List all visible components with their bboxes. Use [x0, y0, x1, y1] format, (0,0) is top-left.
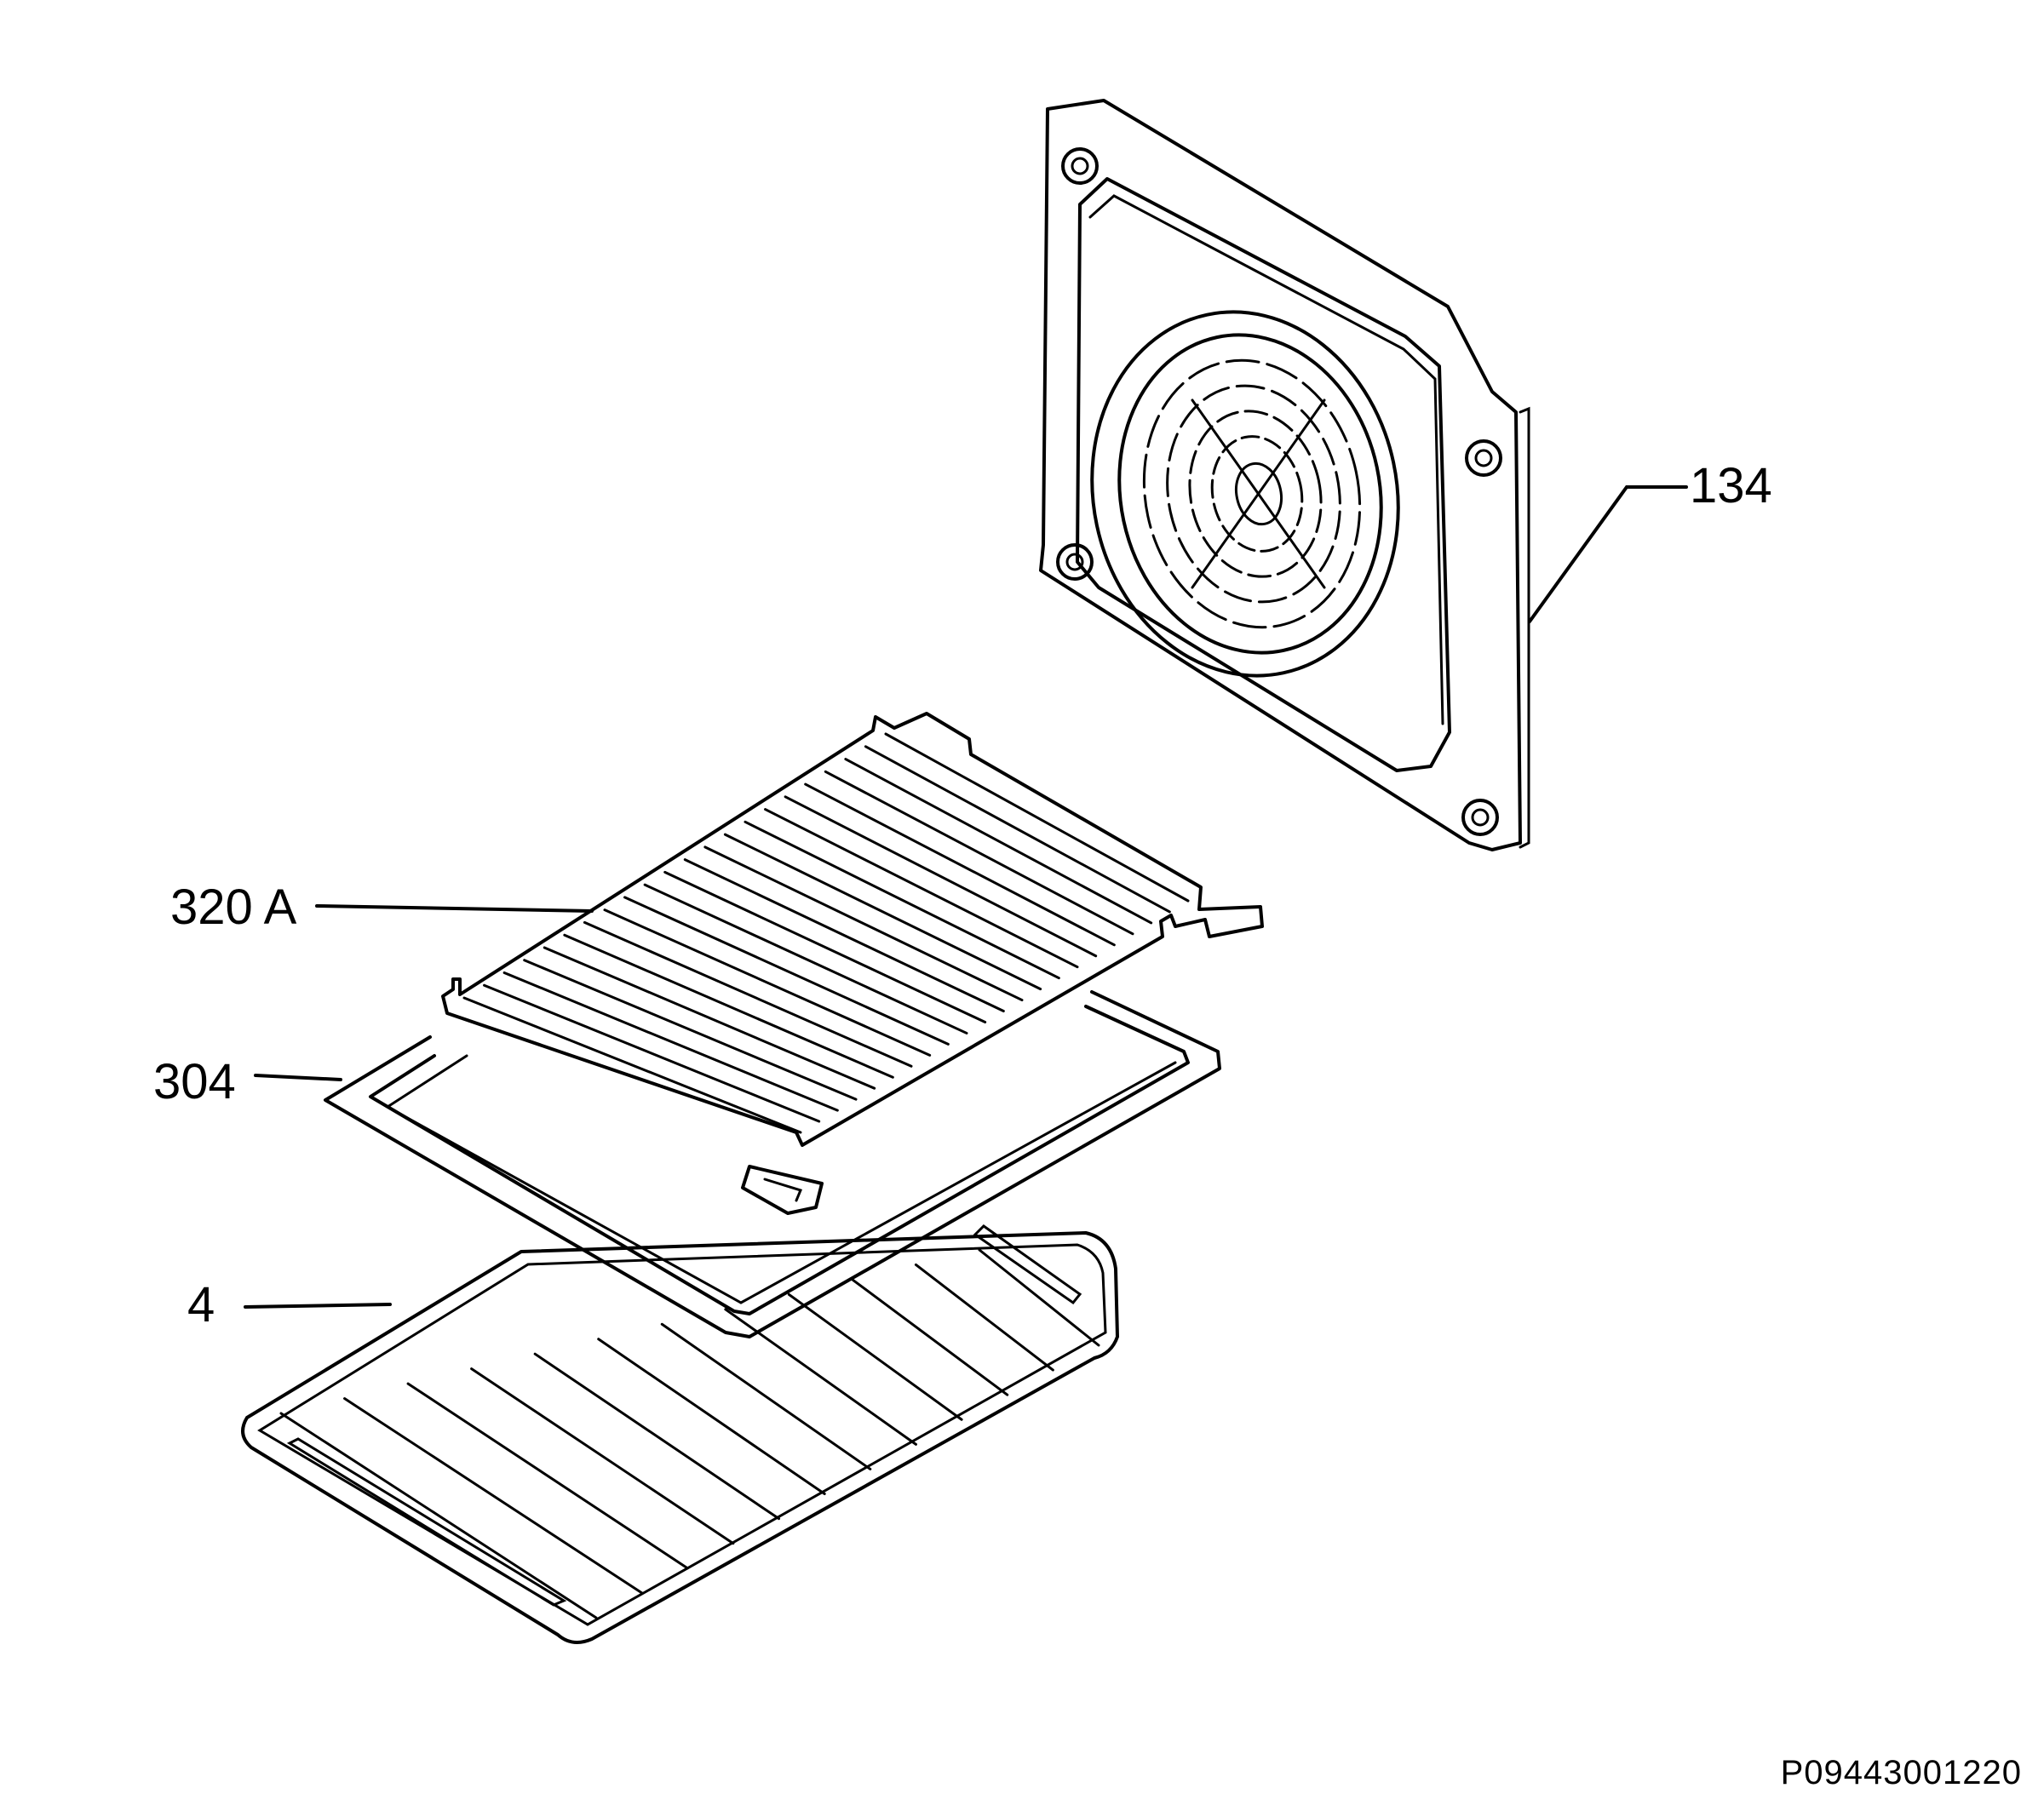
- rack-bar: [597, 1338, 826, 1496]
- wire-rack-frame-outer: [241, 1231, 1119, 1644]
- shelf-rib: [603, 908, 932, 1057]
- heating-element-terminal: [741, 1165, 824, 1215]
- heating-element-terminal-inner: [763, 1178, 803, 1202]
- callout-label-134: 134: [1690, 458, 1772, 513]
- fan-guard-ring-2: [1166, 384, 1341, 604]
- screw-icon: [1056, 543, 1094, 581]
- shelf-rib: [643, 883, 968, 1034]
- shelf-rib: [563, 933, 894, 1079]
- ribbed-shelf-outline: [441, 712, 1264, 1147]
- fan-cover-panel-134: [1039, 99, 1530, 851]
- shelf-rib: [703, 845, 1024, 1002]
- callout-320a: 320 A: [170, 880, 594, 935]
- fan-guard-ring-4: [1210, 435, 1304, 553]
- callout-label-304: 304: [153, 1054, 236, 1109]
- wire-rack-frame-inner: [257, 1243, 1107, 1626]
- screw-head-icon: [1071, 157, 1089, 175]
- shelf-rib: [663, 870, 987, 1023]
- shelf-rib: [864, 745, 1171, 914]
- callout-134: 134: [1528, 458, 1772, 623]
- shelf-rib: [844, 758, 1153, 925]
- screw-icon: [1465, 439, 1502, 477]
- fan-cover-plate-edge: [1519, 406, 1530, 849]
- fan-guard-ring-1: [1142, 358, 1362, 629]
- shelf-rib: [483, 983, 821, 1123]
- shelf-rib: [723, 833, 1042, 991]
- shelf-rib: [824, 770, 1134, 936]
- heating-element-inner-rod: [385, 1054, 1177, 1304]
- shelf-rib: [683, 858, 1005, 1013]
- fan-guard: [1090, 310, 1400, 678]
- heating-element-inner-loop: [369, 1005, 1190, 1315]
- shelf-rib: [884, 732, 1190, 903]
- heating-element-outer-loop: [324, 990, 1221, 1338]
- rack-bar: [851, 1278, 1009, 1396]
- rack-bar: [279, 1412, 598, 1619]
- screw-head-icon: [1471, 808, 1490, 827]
- wire-rack-bars: [279, 1248, 1100, 1619]
- wire-rack-left-rail: [286, 1437, 567, 1607]
- heating-element-304: [324, 990, 1221, 1338]
- rack-bar: [914, 1263, 1054, 1372]
- rack-bar: [343, 1397, 644, 1595]
- screw-icon: [1061, 147, 1099, 185]
- shelf-rib: [764, 808, 1079, 969]
- rack-bar: [470, 1367, 735, 1545]
- ribbed-shelf-320a: [441, 712, 1264, 1147]
- callout-4: 4: [187, 1277, 392, 1332]
- shelf-rib: [462, 996, 802, 1134]
- shelf-rib: [523, 959, 858, 1101]
- rack-bar: [978, 1248, 1100, 1347]
- rack-bar: [533, 1352, 781, 1521]
- shelf-rib: [543, 946, 876, 1090]
- screw-head-icon: [1065, 553, 1084, 571]
- shelf-rib: [784, 795, 1098, 958]
- leader-line-320a: [315, 904, 594, 913]
- fan-guard-rim-outer: [1090, 310, 1400, 678]
- callout-label-320a: 320 A: [170, 880, 297, 935]
- wire-rack-4: [241, 1224, 1119, 1644]
- ribbed-shelf-ribs: [462, 732, 1190, 1134]
- rack-bar: [724, 1308, 917, 1446]
- shelf-rib: [583, 920, 913, 1068]
- callout-304: 304: [153, 1054, 342, 1109]
- callout-label-4: 4: [187, 1277, 215, 1332]
- fan-guard-ring-3: [1188, 410, 1323, 578]
- leader-line-304: [254, 1074, 342, 1081]
- screw-head-icon: [1474, 449, 1493, 467]
- rack-bar: [406, 1382, 689, 1570]
- fan-cover-screws: [1056, 147, 1502, 836]
- leader-line-134: [1528, 485, 1688, 623]
- rack-bar: [660, 1322, 872, 1470]
- fan-guard-ring-5: [1234, 461, 1283, 526]
- fan-cover-outer-plate: [1039, 99, 1522, 851]
- screw-icon: [1461, 799, 1499, 836]
- shelf-rib: [623, 896, 950, 1046]
- fan-guard-spoke-2: [1191, 398, 1326, 589]
- rack-bar: [787, 1292, 963, 1421]
- shelf-rib: [804, 782, 1116, 947]
- wire-rack-right-rail: [973, 1224, 1082, 1305]
- fan-cover-inner-frame: [1076, 177, 1451, 772]
- reference-code: P09443001220: [1780, 1754, 2022, 1791]
- fan-cover-inner-frame-shadow: [1088, 194, 1444, 725]
- leader-line-4: [244, 1303, 392, 1309]
- fan-guard-rim-inner: [1117, 333, 1383, 655]
- shelf-rib: [502, 971, 839, 1112]
- shelf-rib: [744, 820, 1060, 980]
